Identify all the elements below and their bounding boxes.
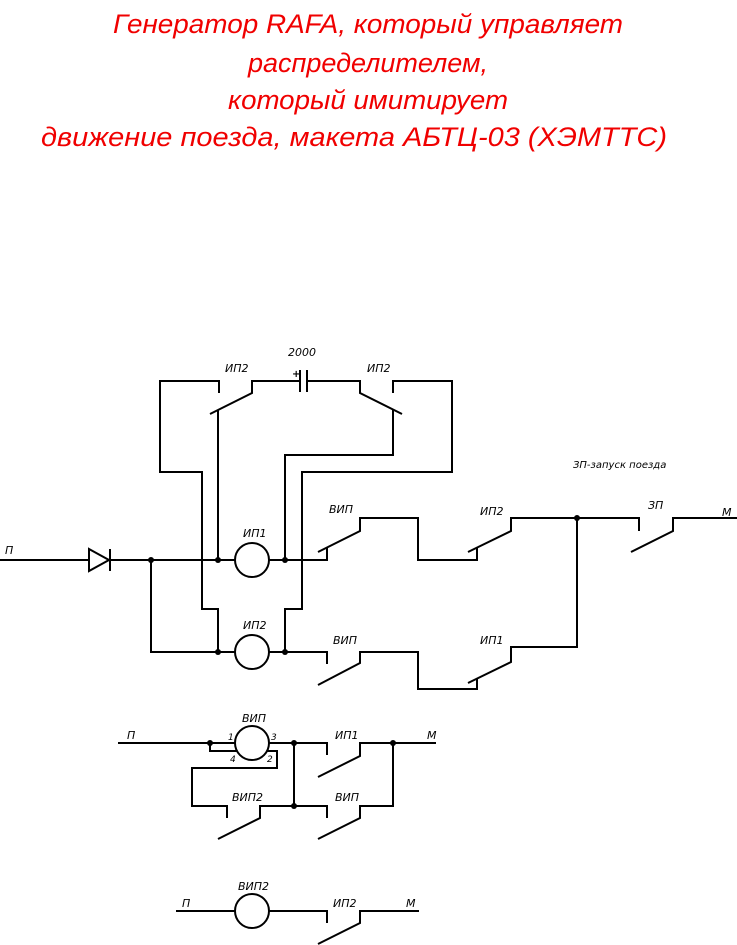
coil-vip2: [234, 893, 270, 929]
label-contact-ip2-right: ИП2: [367, 362, 391, 375]
label-capacitor-polarity: +: [292, 369, 300, 380]
label-capacitor: 2000: [288, 346, 316, 359]
coil-vip: [234, 725, 270, 761]
label-pin-1: 1: [228, 733, 234, 743]
main-wire: [0, 548, 328, 561]
junction-dot: [215, 557, 221, 563]
loop-left-outer: [159, 380, 220, 652]
label-coil-vip2: ВИП2: [238, 880, 269, 893]
label-contact-ip1: ИП1: [335, 729, 359, 742]
junction-dot: [291, 803, 297, 809]
title: Генератор RAFA, который управляет распре…: [41, 9, 667, 152]
label-contact-ip1-series: ИП1: [480, 634, 504, 647]
lower-series-wire: [317, 518, 578, 690]
title-line-3: который имитирует: [228, 85, 508, 115]
label-contact-ip2-series: ИП2: [480, 505, 504, 518]
junction-dot: [282, 649, 288, 655]
main-circuit: П М 2000 + ИП2 ИП2 ИП1 ИП2 ВИП ВИП ИП2 И…: [0, 346, 737, 690]
loop-right-outer: [284, 380, 453, 652]
title-line-2: распределителем,: [247, 48, 488, 78]
label-input: П: [127, 729, 135, 742]
coil-ip2: [234, 634, 270, 670]
vip2-circuit: П М ВИП2 ИП2: [176, 880, 419, 945]
junction-dot: [215, 649, 221, 655]
diode-icon: [88, 547, 112, 573]
label-contact-ip2-left: ИП2: [225, 362, 249, 375]
label-note: ЗП-запуск поезда: [573, 460, 666, 471]
junction-dot: [291, 740, 297, 746]
junction-dot: [390, 740, 396, 746]
title-line-1: Генератор RAFA, который управляет: [113, 9, 623, 39]
label-contact-vip-lower: ВИП: [333, 634, 357, 647]
label-output: М: [427, 729, 437, 742]
junction-dot: [282, 557, 288, 563]
label-contact-vip2: ВИП2: [232, 791, 263, 804]
coil-ip1: [234, 542, 270, 578]
junction-dot: [148, 557, 154, 563]
vip-main-wire: [118, 742, 436, 778]
label-pin-2: 2: [267, 755, 273, 765]
label-pin-4: 4: [230, 755, 236, 765]
lower-branch-wire: [150, 560, 328, 664]
junction-dot: [574, 515, 580, 521]
capacitor-icon: [299, 370, 308, 392]
label-output: М: [406, 897, 416, 910]
label-coil-ip2: ИП2: [243, 619, 267, 632]
vip-branch-wire: [191, 743, 394, 840]
upper-series-wire: [317, 517, 737, 561]
vip2-wire: [176, 910, 419, 945]
label-coil-vip: ВИП: [242, 712, 266, 725]
contact-ip2-left: [209, 380, 300, 560]
label-contact-vip: ВИП: [335, 791, 359, 804]
contact-ip2-right: [284, 380, 403, 560]
label-pin-3: 3: [271, 733, 277, 743]
label-contact-zp: ЗП: [648, 499, 663, 512]
junction-dot: [207, 740, 213, 746]
label-input: П: [182, 897, 190, 910]
label-output: М: [722, 506, 732, 519]
label-input: П: [5, 544, 13, 557]
label-contact-ip2: ИП2: [333, 897, 357, 910]
vip-circuit: П М ВИП 1 3 4 2 ИП1 ВИП2 ВИП: [118, 712, 437, 840]
label-coil-ip1: ИП1: [243, 527, 267, 540]
label-contact-vip-upper: ВИП: [329, 503, 353, 516]
title-line-4: движение поезда, макета АБТЦ-03 (ХЭМТТС): [41, 122, 667, 152]
